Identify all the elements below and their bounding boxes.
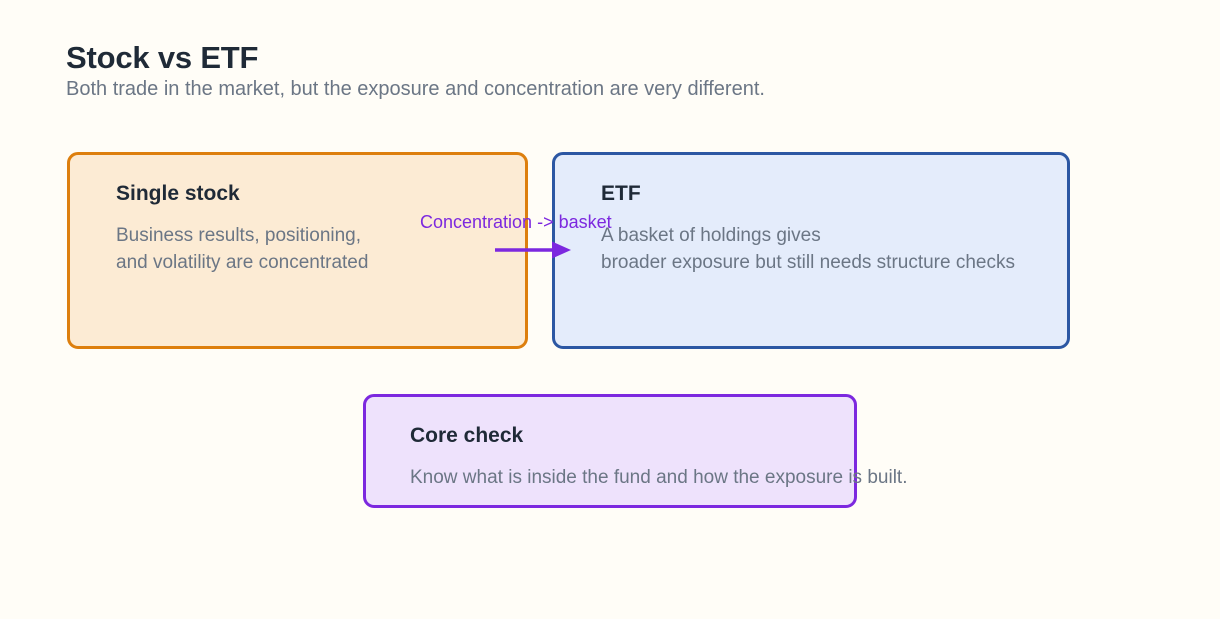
- connector-arrow-head: [552, 241, 571, 259]
- card-etf[interactable]: ETF A basket of holdings gives broader e…: [552, 152, 1070, 349]
- connector-label: Concentration -> basket: [420, 212, 612, 232]
- card-core-check[interactable]: Core check Know what is inside the fund …: [363, 394, 907, 508]
- card-single-stock-title: Single stock: [116, 182, 240, 205]
- card-single-stock[interactable]: Single stock Business results, positioni…: [67, 152, 528, 349]
- card-core-check-body: Know what is inside the fund and how the…: [410, 464, 907, 491]
- card-single-stock-body: Business results, positioning, and volat…: [116, 222, 368, 276]
- card-etf-title: ETF: [601, 182, 641, 205]
- connector-arrow: [495, 241, 571, 259]
- card-etf-body-line-2: broader exposure but still needs structu…: [601, 252, 1015, 273]
- card-etf-body: A basket of holdings gives broader expos…: [601, 222, 1015, 276]
- card-etf-body-line-1: A basket of holdings gives: [601, 225, 821, 246]
- card-single-stock-body-line-2: and volatility are concentrated: [116, 252, 369, 273]
- card-core-check-body-line-1: Know what is inside the fund and how the…: [410, 467, 908, 488]
- card-single-stock-body-line-1: Business results, positioning,: [116, 225, 362, 246]
- page-title: Stock vs ETF: [66, 40, 259, 75]
- page-subtitle: Both trade in the market, but the exposu…: [66, 78, 765, 100]
- card-core-check-title: Core check: [410, 424, 524, 447]
